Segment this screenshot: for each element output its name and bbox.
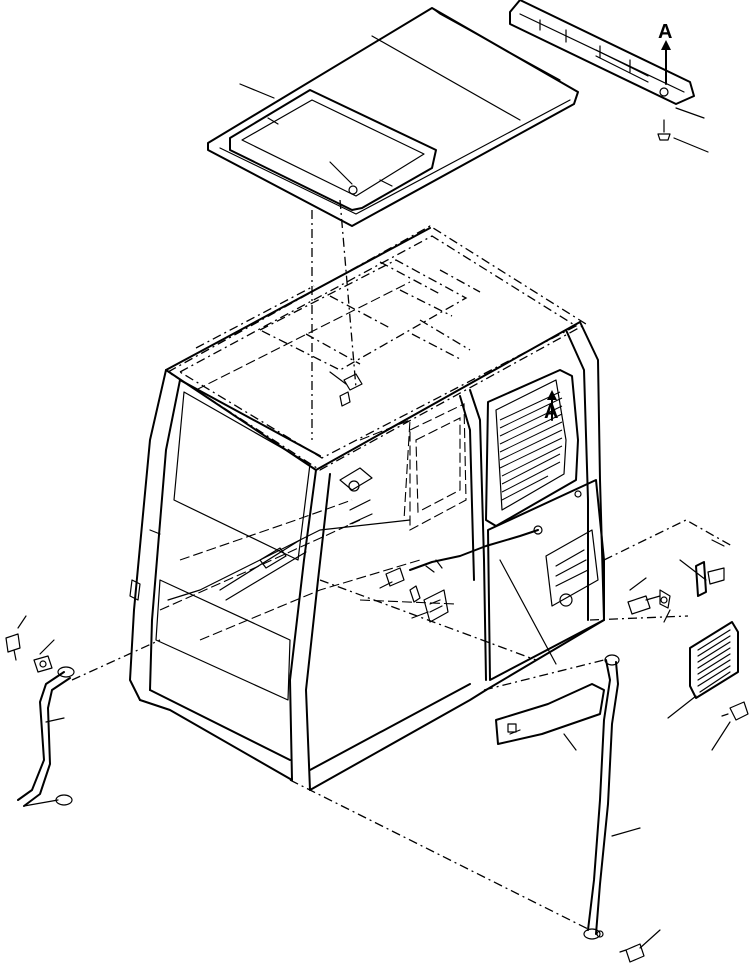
roof-panel [207,7,579,227]
bracket-plate [695,539,725,597]
clip-and-screw [359,567,457,623]
support-rod [583,654,620,940]
vent-grille-cover [689,621,739,699]
left-bolt-nut [5,633,53,673]
grille-screw [721,701,749,721]
view-label-a-top: A [658,21,672,43]
top-rail-part [509,0,695,141]
right-bolt-washer [627,589,671,615]
roof-bolt [329,371,363,407]
trim-panel [495,683,605,745]
cab-frame [129,225,605,791]
ground-cable [17,666,75,807]
rod-bottom-screw [619,943,645,963]
wiring-harness [409,525,543,573]
